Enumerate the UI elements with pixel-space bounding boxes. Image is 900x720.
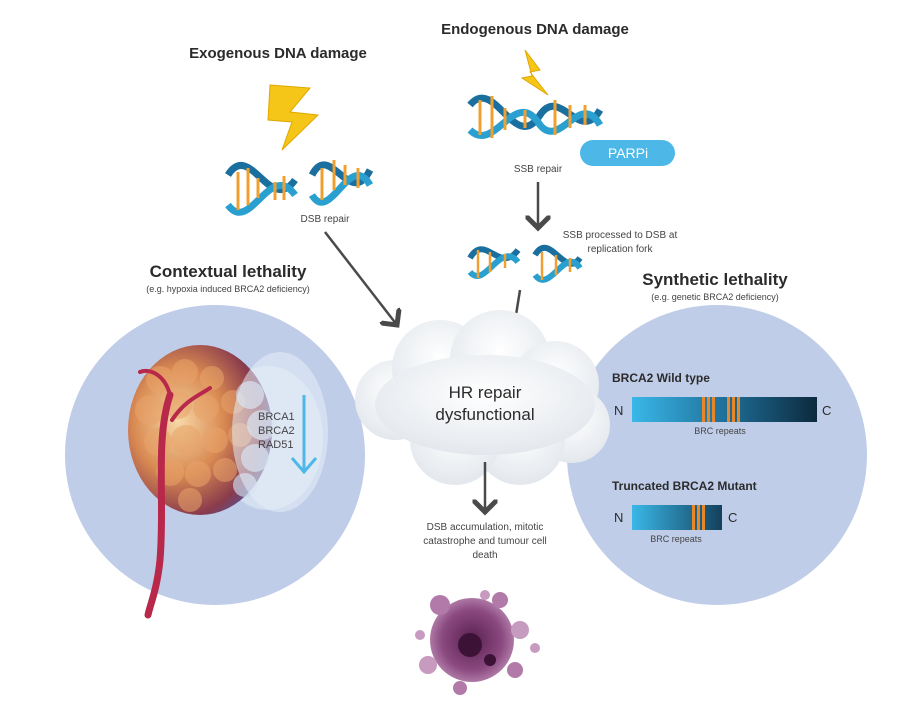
arrow-dsb-to-cloud bbox=[324, 231, 397, 325]
parpi-badge bbox=[580, 140, 675, 166]
blood-vessel-branch bbox=[138, 369, 212, 422]
dsb-repair-label: DSB repair bbox=[301, 214, 351, 225]
replication-fork-dna-icon bbox=[467, 244, 583, 283]
parpi-label: PARPi bbox=[608, 145, 648, 161]
exogenous-lightning-icon bbox=[267, 84, 320, 151]
mutant-bar bbox=[632, 505, 722, 530]
endogenous-lightning-icon bbox=[520, 49, 549, 96]
ssb-dna-helix-icon bbox=[467, 94, 604, 139]
gene-label-rad51: RAD51 bbox=[258, 439, 293, 451]
outcome-line3: death bbox=[472, 550, 497, 561]
downregulation-arrow-head bbox=[290, 457, 318, 475]
wild-type-brc-label: BRC repeats bbox=[694, 426, 746, 436]
exogenous-title: Exogenous DNA damage bbox=[189, 45, 367, 62]
wild-type-c-label: C bbox=[822, 403, 831, 418]
wild-type-n-label: N bbox=[614, 403, 623, 418]
mutant-title: Truncated BRCA2 Mutant bbox=[612, 479, 757, 493]
cloud-text-line1: HR repair bbox=[449, 383, 522, 402]
dsb-dna-helix-icon bbox=[225, 160, 374, 216]
mutant-brc-repeats bbox=[692, 505, 705, 530]
contextual-lethality-subtitle: (e.g. hypoxia induced BRCA2 deficiency) bbox=[146, 284, 310, 294]
wild-type-title: BRCA2 Wild type bbox=[612, 371, 710, 385]
ssb-processed-line1: SSB processed to DSB at bbox=[563, 230, 678, 241]
hr-repair-cloud bbox=[355, 310, 610, 485]
mutant-c-label: C bbox=[728, 510, 737, 525]
cloud-text-line2: dysfunctional bbox=[435, 405, 534, 424]
endogenous-title: Endogenous DNA damage bbox=[441, 21, 629, 38]
ssb-processed-line2: replication fork bbox=[587, 244, 653, 255]
mutant-brc-label: BRC repeats bbox=[650, 534, 702, 544]
dying-tumour-cell-icon bbox=[415, 590, 540, 695]
gene-label-brca2: BRCA2 bbox=[258, 425, 295, 437]
mutant-n-label: N bbox=[614, 510, 623, 525]
ssb-repair-label: SSB repair bbox=[514, 164, 563, 175]
contextual-lethality-title: Contextual lethality bbox=[150, 262, 307, 281]
synthetic-lethality-circle bbox=[567, 305, 867, 605]
outcome-line2: catastrophe and tumour cell bbox=[423, 536, 546, 547]
outcome-line1: DSB accumulation, mitotic bbox=[427, 522, 544, 533]
synthetic-lethality-subtitle: (e.g. genetic BRCA2 deficiency) bbox=[651, 292, 779, 302]
gene-label-brca1: BRCA1 bbox=[258, 411, 295, 423]
wild-type-brc-repeats bbox=[702, 397, 740, 422]
blood-vessel-icon bbox=[144, 391, 174, 619]
wild-type-bar bbox=[632, 397, 817, 422]
synthetic-lethality-title: Synthetic lethality bbox=[642, 270, 788, 289]
